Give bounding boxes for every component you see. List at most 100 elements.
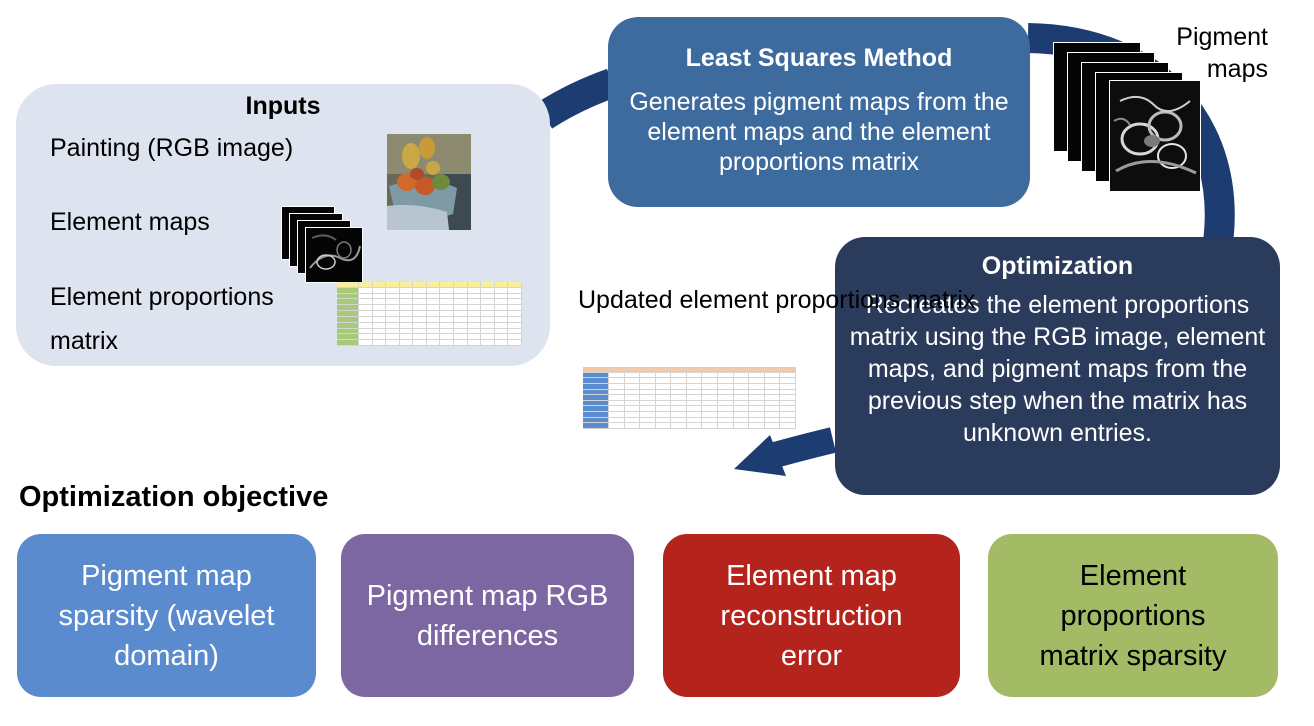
pigment-map-card bbox=[1109, 80, 1201, 192]
matrix-cell bbox=[359, 334, 373, 341]
element-proportions-matrix-thumbnail bbox=[337, 282, 522, 346]
matrix-cell bbox=[749, 395, 765, 401]
matrix-cell bbox=[454, 299, 468, 306]
matrix-cell bbox=[454, 334, 468, 341]
matrix-cell bbox=[413, 340, 427, 346]
matrix-cell bbox=[386, 299, 400, 306]
matrix-cell bbox=[426, 282, 441, 288]
matrix-cell bbox=[671, 389, 687, 396]
matrix-cell bbox=[508, 340, 522, 346]
matrix-cell bbox=[624, 383, 641, 390]
matrix-cell bbox=[624, 372, 641, 379]
objective-pigment-sparsity: Pigment map sparsity (wavelet domain) bbox=[17, 534, 316, 697]
matrix-cell bbox=[718, 383, 734, 390]
pigment-maps-label: Pigment maps bbox=[1176, 23, 1268, 83]
matrix-cell bbox=[440, 305, 455, 312]
pigment-maps-stack bbox=[1053, 42, 1201, 192]
matrix-cell bbox=[624, 378, 641, 384]
matrix-cell bbox=[733, 423, 750, 429]
matrix-cell bbox=[640, 417, 656, 424]
matrix-cell bbox=[372, 287, 387, 294]
matrix-cell bbox=[359, 299, 373, 306]
matrix-cell bbox=[399, 322, 414, 329]
matrix-cell bbox=[399, 328, 414, 335]
matrix-cell bbox=[508, 334, 522, 341]
objective-matrix-sparsity: Element proportions matrix sparsity bbox=[988, 534, 1278, 697]
matrix-cell bbox=[359, 287, 373, 294]
matrix-cell bbox=[467, 293, 482, 300]
matrix-cell bbox=[467, 322, 482, 329]
matrix-cell bbox=[655, 400, 672, 407]
objective-title: Optimization objective bbox=[19, 481, 329, 513]
matrix-cell bbox=[764, 367, 781, 373]
matrix-cell bbox=[764, 417, 781, 424]
matrix-cell bbox=[413, 322, 427, 329]
matrix-cell bbox=[454, 311, 468, 317]
matrix-cell bbox=[686, 423, 703, 429]
matrix-cell bbox=[749, 367, 765, 373]
matrix-cell bbox=[624, 406, 641, 413]
matrix-cell bbox=[337, 299, 359, 306]
painting-label: Painting (RGB image) bbox=[50, 134, 294, 162]
matrix-cell bbox=[386, 287, 400, 294]
matrix-cell bbox=[655, 406, 672, 413]
matrix-cell bbox=[655, 378, 672, 384]
matrix-cell bbox=[718, 400, 734, 407]
matrix-cell bbox=[494, 305, 509, 312]
matrix-cell bbox=[780, 367, 796, 373]
matrix-cell bbox=[583, 400, 609, 407]
matrix-cell bbox=[337, 305, 359, 312]
matrix-cell bbox=[467, 299, 482, 306]
matrix-cell bbox=[413, 305, 427, 312]
matrix-cell bbox=[609, 395, 625, 401]
matrix-cell bbox=[481, 305, 495, 312]
matrix-cell bbox=[624, 395, 641, 401]
matrix-cell bbox=[718, 417, 734, 424]
matrix-cell bbox=[386, 322, 400, 329]
matrix-cell bbox=[686, 378, 703, 384]
matrix-cell bbox=[764, 412, 781, 418]
matrix-cell bbox=[718, 412, 734, 418]
matrix-cell bbox=[640, 395, 656, 401]
matrix-cell bbox=[359, 340, 373, 346]
matrix-cell bbox=[372, 322, 387, 329]
matrix-cell bbox=[399, 293, 414, 300]
matrix-cell bbox=[780, 423, 796, 429]
matrix-cell bbox=[508, 316, 522, 323]
matrix-cell bbox=[359, 311, 373, 317]
matrix-cell bbox=[702, 417, 719, 424]
matrix-cell bbox=[454, 340, 468, 346]
matrix-cell bbox=[372, 316, 387, 323]
matrix-cell bbox=[718, 423, 734, 429]
matrix-cell bbox=[386, 328, 400, 335]
matrix-cell bbox=[399, 311, 414, 317]
matrix-cell bbox=[481, 340, 495, 346]
matrix-cell bbox=[386, 316, 400, 323]
matrix-cell bbox=[467, 316, 482, 323]
painting-thumbnail bbox=[387, 134, 471, 230]
matrix-cell bbox=[386, 293, 400, 300]
matrix-cell bbox=[454, 305, 468, 312]
objective-matrix-sparsity-label: Element proportions matrix sparsity bbox=[1039, 559, 1227, 672]
matrix-cell bbox=[399, 299, 414, 306]
objective-rgb-differences-label: Pigment map RGB differences bbox=[366, 579, 609, 652]
matrix-cell bbox=[671, 372, 687, 379]
matrix-cell bbox=[467, 311, 482, 317]
matrix-cell bbox=[733, 389, 750, 396]
matrix-cell bbox=[764, 383, 781, 390]
matrix-cell bbox=[718, 378, 734, 384]
matrix-cell bbox=[440, 311, 455, 317]
matrix-cell bbox=[718, 406, 734, 413]
least-squares-description: Generates pigment maps from the element … bbox=[629, 88, 1009, 176]
optimization-description: Recreates the element proportions matrix… bbox=[849, 291, 1266, 447]
least-squares-title: Least Squares Method bbox=[685, 44, 953, 72]
matrix-cell bbox=[624, 417, 641, 424]
matrix-cell bbox=[413, 293, 427, 300]
matrix-cell bbox=[359, 328, 373, 335]
matrix-cell bbox=[640, 372, 656, 379]
matrix-cell bbox=[624, 389, 641, 396]
matrix-cell bbox=[671, 378, 687, 384]
updated-matrix-thumbnail bbox=[583, 367, 796, 429]
matrix-cell bbox=[655, 367, 672, 373]
matrix-cell bbox=[733, 383, 750, 390]
